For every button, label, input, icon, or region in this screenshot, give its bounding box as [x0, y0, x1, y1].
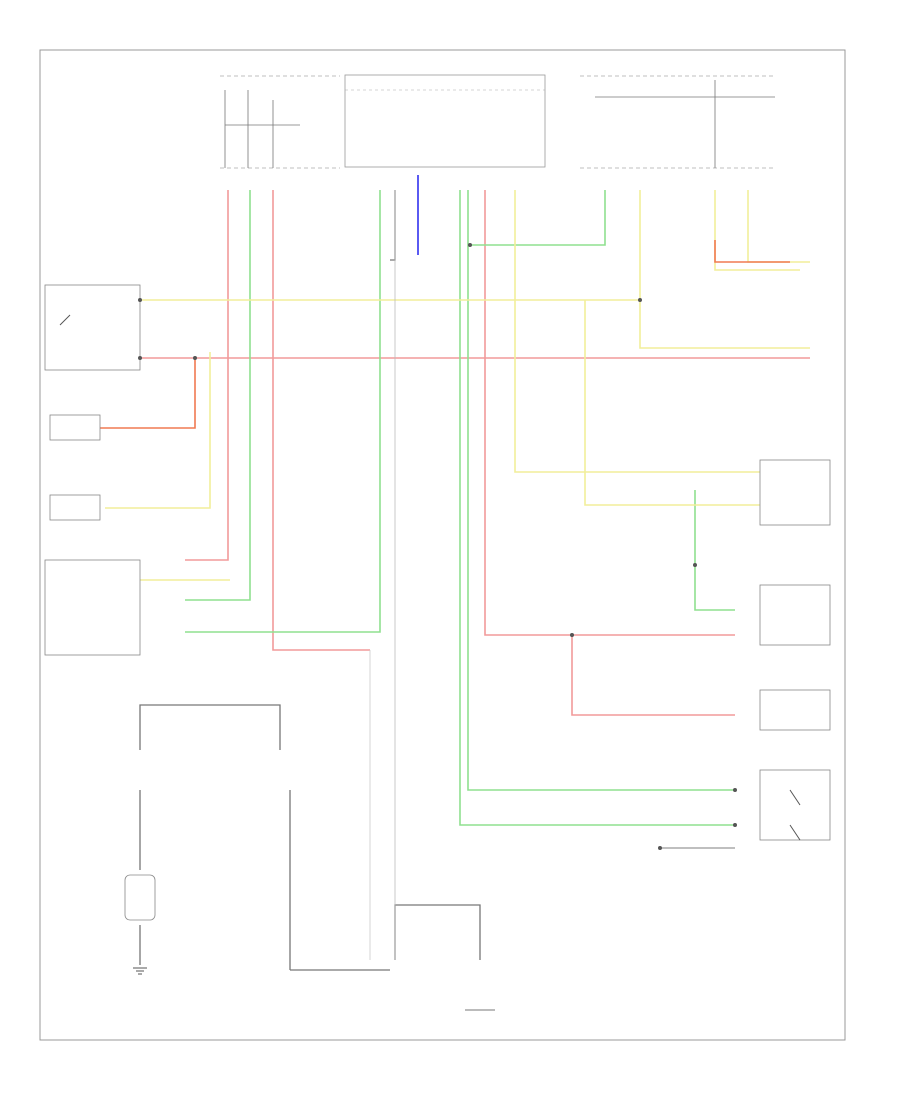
- relay-switches: [59, 314, 801, 841]
- engine-control-module-box: [44, 559, 141, 656]
- component-boxes: [44, 284, 831, 921]
- trunk-relay-box: [44, 284, 141, 371]
- fuse-box-right: [580, 75, 775, 169]
- relay-box-center: [344, 74, 546, 168]
- fuse-box-left: [220, 75, 340, 169]
- ground-symbols: [133, 967, 147, 975]
- battery-symbol: [124, 874, 156, 921]
- gray-wires: [139, 190, 735, 971]
- red-wires: [140, 190, 810, 716]
- orange-wires: [100, 240, 790, 429]
- instrument-cluster-box: [759, 584, 831, 646]
- yellow-wires: [105, 190, 810, 581]
- connector-dots: [138, 243, 737, 850]
- green-wires: [185, 190, 735, 826]
- starter-relay-box: [759, 769, 831, 841]
- diagram-border: [39, 49, 846, 1041]
